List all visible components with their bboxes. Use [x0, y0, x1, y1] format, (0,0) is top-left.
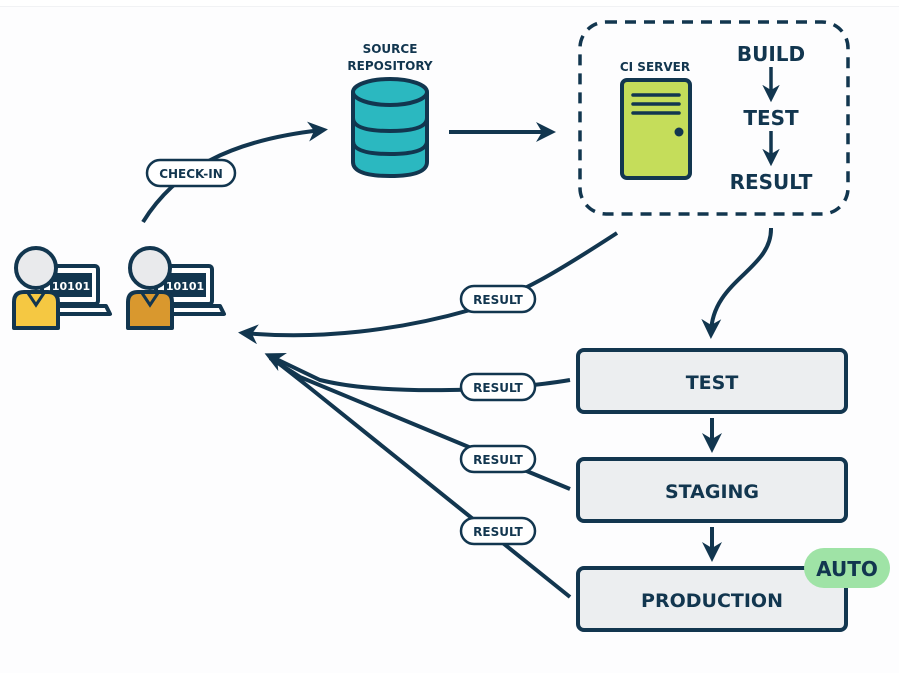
stage-label: STAGING: [665, 481, 759, 503]
ci-server-label: CI SERVER: [620, 60, 690, 74]
result-label: RESULT: [473, 525, 523, 539]
checkin-label-pill: CHECK-IN: [145, 158, 237, 188]
result-label: RESULT: [473, 381, 523, 395]
ci-step-build: BUILD: [737, 42, 805, 66]
result-label-pill-4: RESULT: [459, 516, 537, 546]
stage-test: TEST: [576, 348, 848, 414]
result-label-pill-2: RESULT: [459, 372, 537, 402]
checkin-label: CHECK-IN: [159, 167, 223, 181]
ci-step-result: RESULT: [730, 170, 813, 194]
ci-to-test-arrow: [701, 227, 774, 339]
repo-label-line1: SOURCE: [363, 42, 418, 56]
screen-text: 10101: [52, 280, 90, 293]
stage-label: PRODUCTION: [641, 590, 783, 612]
database-icon: [351, 77, 429, 179]
result-label: RESULT: [473, 453, 523, 467]
person-icon: [126, 246, 174, 330]
stage-production: PRODUCTION: [576, 566, 848, 632]
developer-2: 10101: [126, 246, 226, 330]
top-bar: [0, 0, 899, 7]
result-label: RESULT: [473, 293, 523, 307]
stage-staging: STAGING: [576, 457, 848, 523]
repo-label-line2: REPOSITORY: [347, 59, 433, 73]
result-label-pill-1: RESULT: [459, 284, 537, 314]
result-label-pill-3: RESULT: [459, 444, 537, 474]
server-icon: [620, 78, 692, 180]
person-icon: [12, 246, 60, 330]
auto-badge: AUTO: [804, 548, 890, 588]
ci-server-group: [578, 20, 850, 216]
ci-result-arrow: [238, 231, 619, 345]
test-result-arrow: [264, 353, 571, 393]
stage-label: TEST: [686, 372, 739, 394]
auto-badge-label: AUTO: [816, 557, 878, 581]
ci-step-test: TEST: [743, 106, 799, 130]
screen-text: 10101: [166, 280, 204, 293]
developer-1: 10101: [12, 246, 112, 330]
